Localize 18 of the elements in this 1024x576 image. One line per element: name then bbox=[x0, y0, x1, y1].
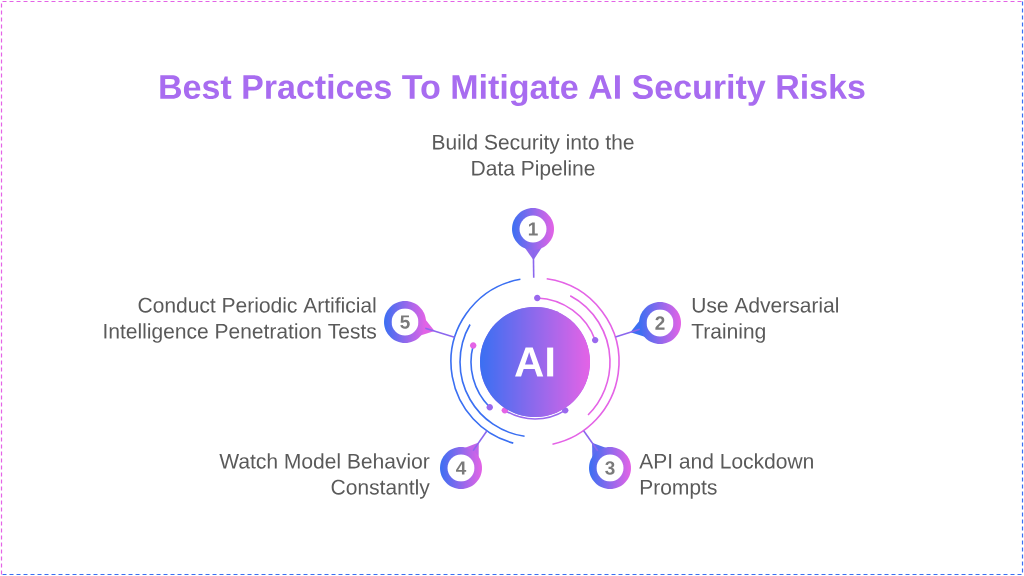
connector-line bbox=[614, 328, 641, 338]
title: Best Practices To Mitigate AI Security Risks bbox=[160, 74, 865, 106]
connector-line bbox=[472, 430, 488, 452]
circuit-ring bbox=[450, 278, 620, 445]
description-text: Watch Model Behavior Constantly bbox=[219, 453, 430, 499]
description-text: Use Adversarial Training bbox=[691, 297, 838, 343]
number-pin: 3 bbox=[589, 442, 631, 489]
connector-line bbox=[532, 249, 535, 279]
description-text: Build Security into the Data Pipeline bbox=[433, 134, 634, 180]
connector-line bbox=[424, 327, 456, 339]
center-label: AI bbox=[515, 347, 554, 377]
number-pin: 4 bbox=[440, 442, 482, 489]
number-pin: 1 bbox=[512, 208, 554, 260]
connector-line bbox=[582, 429, 599, 452]
description-text: Conduct Periodic Artificial Intelligence Penetration Tests bbox=[104, 297, 376, 343]
description-text: API and Lockdown Prompts bbox=[639, 453, 813, 499]
number-pin: 2 bbox=[630, 302, 681, 344]
number-pin: 5 bbox=[384, 301, 435, 343]
